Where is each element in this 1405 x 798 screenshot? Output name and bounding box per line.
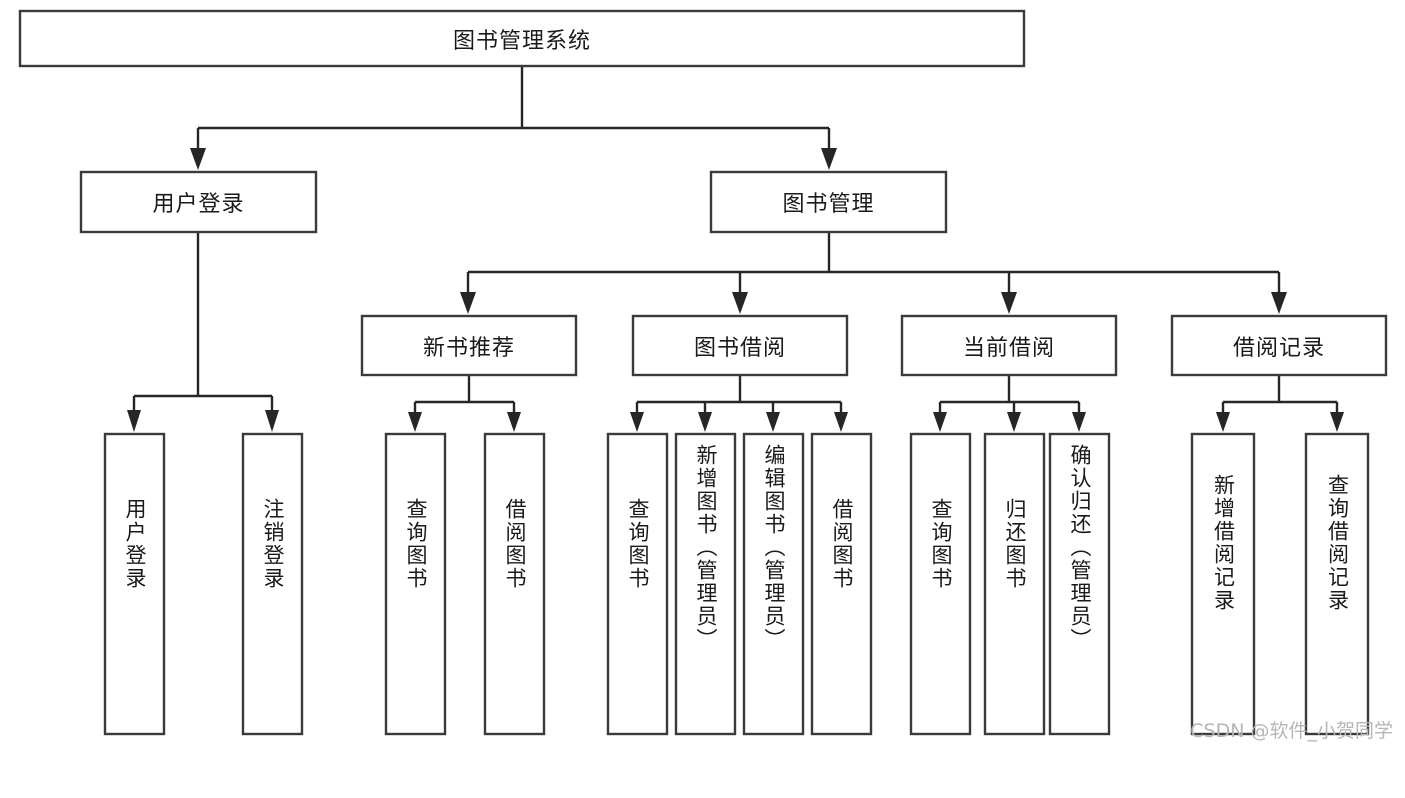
- arrowhead-current-borrow: [1001, 292, 1017, 314]
- arrowhead-leaf-query-record: [1330, 412, 1344, 432]
- arrowhead-leaf-logout: [265, 410, 279, 432]
- node-box-root[interactable]: [18, 9, 1026, 68]
- arrowhead-book-manage: [821, 148, 837, 170]
- arrowhead-user-login: [190, 148, 206, 170]
- arrowhead-book-borrow: [732, 292, 748, 314]
- node-box-leaf-confirm-return[interactable]: [1048, 432, 1111, 736]
- arrowhead-leaf-add-record: [1216, 412, 1230, 432]
- node-box-leaf-borrow-book-1[interactable]: [483, 432, 546, 736]
- node-box-borrow-record[interactable]: [1170, 314, 1388, 377]
- arrowhead-leaf-add-book: [698, 412, 712, 432]
- arrowhead-leaf-borrow-book-1: [507, 412, 521, 432]
- node-box-leaf-query-record[interactable]: [1304, 432, 1370, 736]
- node-box-leaf-add-book[interactable]: [674, 432, 737, 736]
- node-box-user-login[interactable]: [79, 170, 318, 234]
- edge-group-borrow-record: [1216, 375, 1344, 432]
- arrowhead-leaf-confirm-return: [1072, 412, 1086, 432]
- arrowhead-leaf-return-book: [1007, 412, 1021, 432]
- edge-group-new-book-recommend: [408, 375, 521, 432]
- edge-group-current-borrow: [933, 375, 1086, 432]
- arrowhead-leaf-user-login: [127, 410, 141, 432]
- node-box-leaf-query-book-1[interactable]: [384, 432, 447, 736]
- edge-group-user-login: [127, 232, 279, 432]
- arrowhead-leaf-query-book-1: [408, 412, 422, 432]
- edge-group-root: [190, 66, 837, 170]
- node-box-leaf-query-book-3[interactable]: [909, 432, 972, 736]
- arrowhead-borrow-record: [1271, 292, 1287, 314]
- node-box-book-borrow[interactable]: [631, 314, 849, 377]
- flowchart-diagram: 图书管理系统 用户登录 图书管理 新书推荐 图书借阅 当前借阅 借阅记录 用户登…: [18, 9, 1393, 742]
- node-box-leaf-query-book-2[interactable]: [606, 432, 669, 736]
- arrowhead-leaf-borrow-book-2: [834, 412, 848, 432]
- edge-group-book-manage: [460, 232, 1287, 314]
- arrowhead-new-book-recommend: [460, 292, 476, 314]
- node-box-book-manage[interactable]: [709, 170, 948, 234]
- node-box-new-book-recommend[interactable]: [360, 314, 578, 377]
- node-box-leaf-edit-book[interactable]: [742, 432, 805, 736]
- flowchart-canvas: [18, 9, 1388, 736]
- arrowhead-leaf-query-book-3: [933, 412, 947, 432]
- arrowhead-leaf-edit-book: [766, 412, 780, 432]
- edge-group-book-borrow: [630, 375, 848, 432]
- node-box-leaf-logout[interactable]: [241, 432, 304, 736]
- node-box-leaf-borrow-book-2[interactable]: [810, 432, 873, 736]
- node-box-leaf-return-book[interactable]: [983, 432, 1046, 736]
- node-box-leaf-user-login[interactable]: [103, 432, 166, 736]
- node-box-leaf-add-record[interactable]: [1190, 432, 1256, 736]
- arrowhead-leaf-query-book-2: [630, 412, 644, 432]
- node-box-current-borrow[interactable]: [900, 314, 1118, 377]
